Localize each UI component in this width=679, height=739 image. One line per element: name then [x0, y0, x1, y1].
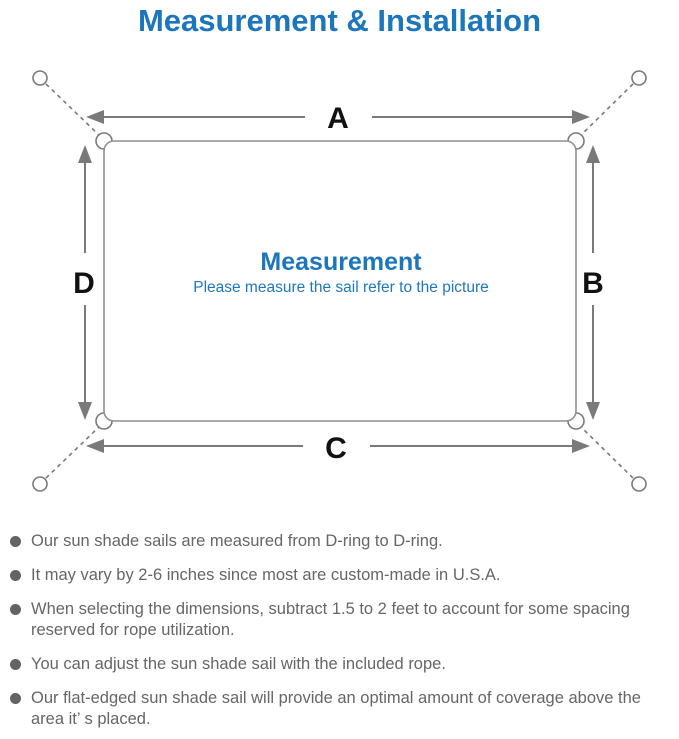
- sail-outline: [103, 140, 577, 422]
- bullet-icon: [10, 570, 21, 581]
- bullet-icon: [10, 659, 21, 670]
- notes-list: Our sun shade sails are measured from D-…: [8, 531, 668, 739]
- measure-arrows: [78, 110, 600, 453]
- page-title: Measurement & Installation: [137, 3, 542, 38]
- measurement-diagram: A B C D Measurement Please measure the s…: [32, 70, 647, 492]
- bullet-icon: [10, 693, 21, 704]
- diagram-center-subtitle: Please measure the sail refer to the pic…: [193, 279, 489, 296]
- side-label-b: B: [582, 267, 604, 300]
- note-item: You can adjust the sun shade sail with t…: [8, 654, 668, 675]
- note-text: Our flat-edged sun shade sail will provi…: [31, 689, 641, 728]
- side-label-a: A: [327, 102, 349, 135]
- note-text: Our sun shade sails are measured from D-…: [31, 532, 443, 550]
- anchor-point-icons: [32, 70, 647, 492]
- note-text: It may vary by 2-6 inches since most are…: [31, 566, 501, 584]
- bullet-icon: [10, 536, 21, 547]
- side-label-c: C: [325, 432, 347, 465]
- side-label-d: D: [73, 267, 95, 300]
- diagram-center-title: Measurement: [260, 248, 422, 276]
- note-item: Our sun shade sails are measured from D-…: [8, 531, 668, 552]
- bullet-icon: [10, 604, 21, 615]
- note-text: When selecting the dimensions, subtract …: [31, 600, 630, 639]
- note-item: When selecting the dimensions, subtract …: [8, 599, 668, 641]
- note-item: Our flat-edged sun shade sail will provi…: [8, 688, 668, 730]
- note-item: It may vary by 2-6 inches since most are…: [8, 565, 668, 586]
- note-text: You can adjust the sun shade sail with t…: [31, 655, 446, 673]
